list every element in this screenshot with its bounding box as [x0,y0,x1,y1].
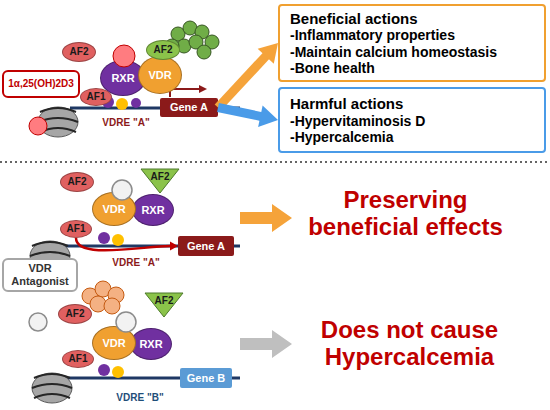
arrow-connector [218,106,278,128]
af1-domain: AF1 [60,220,92,238]
element-label: VDRE "A" [86,117,166,128]
antagonist-sphere [29,313,47,331]
node-heading: AF2 [151,171,170,183]
node-heading: AF2 [155,295,174,307]
vdr-receptor: VDR [138,56,182,94]
arrow-head [258,43,278,64]
corepressor-sphere [104,298,120,314]
node-heading: AF2 [66,308,85,320]
element-label: VDRE "A" [96,257,176,268]
effect-text: Does not cause Hypercalcemia [302,316,517,370]
node-body: -Hypercalcemia [290,129,394,145]
effect-arrow [240,330,292,358]
coactivator-sphere [197,45,211,59]
transcription-arrow [170,89,199,97]
node-heading: Gene A [170,101,208,114]
histone-core [32,373,72,403]
cofactor-sphere [98,364,110,376]
node-body: -Inflammatory properties [290,27,455,43]
node-heading: VDR [102,337,125,350]
ligand-sphere [29,117,47,135]
arrow-connector [76,238,178,251]
connector-line [218,108,261,117]
vdr-receptor: VDR [92,192,136,226]
histone-core [38,107,78,137]
triangle-shape [145,293,183,317]
af2-domain: AF2 [146,40,180,60]
gene-box: Gene A [160,98,218,117]
node-heading: RXR [111,72,134,85]
af2-domain: AF2 [144,292,184,318]
node-heading: Gene B [187,372,226,385]
cofactor-sphere [116,98,128,110]
af2-domain: AF2 [140,168,180,194]
rxr-receptor: RXR [130,328,172,360]
transcription-arrow-head [199,85,207,93]
element-label: VDRE "B" [100,392,180,403]
connector-line [76,238,170,250]
nucleosome [38,107,78,137]
gene-box: Gene A [178,236,234,256]
af1-domain: AF1 [80,88,112,106]
node-heading: AF1 [87,91,106,103]
connector-line [218,55,266,107]
cofactor-sphere [98,232,110,244]
effect-arrow [240,204,292,232]
cofactor-sphere [131,98,141,108]
node-heading: Gene A [187,240,225,253]
outcome-box: Beneficial actions-Inflammatory properti… [278,4,546,82]
cofactor-sphere [112,366,124,378]
arrow-connector [218,43,278,108]
node-heading: VDR [148,69,171,82]
node-heading: AF2 [68,176,87,188]
node-heading: AF1 [69,353,88,365]
rxr-receptor: RXR [132,194,174,226]
dna-coil [38,108,78,132]
outcome-box: Harmful actions-Hypervitaminosis D-Hyper… [278,87,546,153]
node-heading: Harmful actions [290,95,403,112]
node-heading: RXR [139,338,162,351]
arrow-head [258,106,278,128]
cofactor-sphere [112,234,124,246]
node-heading: AF2 [154,44,173,56]
nucleosome [32,373,72,403]
af2-domain: AF2 [58,304,92,324]
af2-domain: AF2 [62,42,96,62]
node-heading: 1α,25(OH)2D3 [8,78,74,90]
node-body: -Bone health [290,60,375,76]
ligand-label-box: 1α,25(OH)2D3 [2,70,80,98]
af2-domain: AF2 [60,172,94,192]
node-heading: VDR Antagonist [4,262,76,287]
node-heading: AF2 [70,46,89,58]
antagonist-label-box: VDR Antagonist [2,258,78,292]
effect-text: Preserving beneficial effects [298,186,513,240]
node-heading: RXR [141,204,164,217]
dna-coil [32,374,72,398]
node-heading: AF1 [67,223,86,235]
node-heading: Beneficial actions [290,10,418,27]
node-heading: VDR [102,203,125,216]
node-body: -Hypervitaminosis D [290,113,425,129]
triangle-shape [141,169,179,193]
af1-domain: AF1 [62,350,94,368]
gene-box: Gene B [180,368,232,388]
vdr-receptor: VDR [92,326,136,360]
divider-line [0,161,550,163]
node-body: -Maintain calcium homeostasis [290,44,497,60]
corepressor-sphere [90,296,106,312]
arrow-head [170,242,178,251]
